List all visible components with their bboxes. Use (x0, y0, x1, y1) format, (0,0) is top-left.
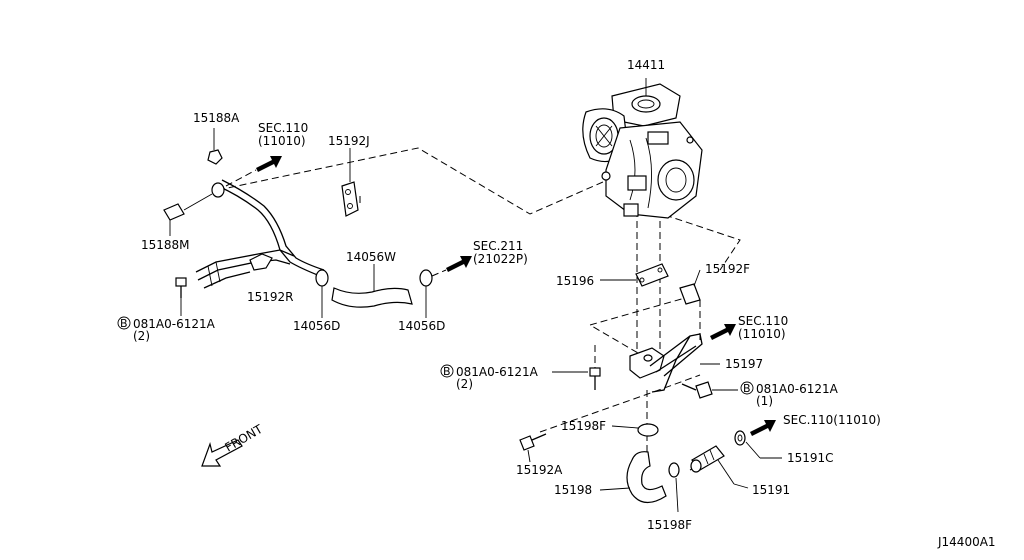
connector-15191[interactable] (690, 445, 749, 489)
callout-labels: 14411 15188A 15188M 15192J 15192R 14056W… (141, 58, 834, 532)
label-14056W: 14056W (346, 250, 396, 264)
clamp-14056D-left[interactable] (315, 269, 329, 318)
bolt-right-qty: (1) (756, 394, 773, 408)
bolt-badge-right-icon (740, 381, 754, 395)
front-label: FRONT (223, 422, 266, 455)
bolt-right-code: 081A0-6121A (756, 382, 839, 396)
turbocharger-14411[interactable] (582, 78, 703, 219)
bolt-labels: B 081A0-6121A (2) B 081A0-6121A (2) B 08… (120, 317, 839, 408)
section-labels: SEC.110 (11010) SEC.211 (21022P) SEC.110… (258, 121, 881, 427)
bolt-middle[interactable] (552, 367, 601, 390)
gasket-15196[interactable] (600, 263, 669, 287)
bolt-right[interactable] (681, 381, 738, 399)
label-14056D-left: 14056D (293, 319, 340, 333)
gasket-15192J[interactable] (341, 148, 359, 217)
bolt-middle-code: 081A0-6121A (456, 365, 539, 379)
eye-bolt-15188M[interactable] (163, 182, 225, 236)
bolt-15188A[interactable] (207, 128, 223, 165)
label-15191C: 15191C (787, 451, 834, 465)
bolt-badge-left-icon (117, 316, 131, 330)
hose-14056W[interactable] (331, 264, 413, 308)
label-15198F-bottom: 15198F (647, 518, 692, 532)
sec110-bottom-label: SEC.110(11010) (783, 413, 881, 427)
bolt-15192A[interactable] (519, 433, 547, 463)
washer-15191C[interactable] (734, 430, 782, 459)
oil-return-pipe-15197[interactable] (629, 333, 720, 393)
sec110-mid-code: (11010) (738, 327, 786, 341)
bolt-badge-middle-icon (440, 364, 454, 378)
label-15191: 15191 (752, 483, 790, 497)
bolt-middle-qty: (2) (456, 377, 473, 391)
label-15198: 15198 (554, 483, 592, 497)
clamp-15198F-top[interactable] (611, 423, 659, 437)
sec211-label: SEC.211 (473, 239, 523, 253)
label-14411: 14411 (627, 58, 665, 72)
dashed-assembly-lines (217, 147, 741, 471)
oil-feed-tube-15192R[interactable] (195, 179, 325, 289)
label-15192R: 15192R (247, 290, 294, 304)
hose-15198[interactable] (599, 451, 667, 504)
label-15197: 15197 (725, 357, 763, 371)
sec211-arrow (431, 256, 472, 277)
bolt-left-code: 081A0-6121A (133, 317, 216, 331)
sec110-top-code: (11010) (258, 134, 306, 148)
label-15196: 15196 (556, 274, 594, 288)
label-15192F: 15192F (705, 262, 750, 276)
sec110-mid-label: SEC.110 (738, 314, 788, 328)
clamp-14056D-right[interactable] (419, 269, 433, 318)
bolt-left[interactable] (175, 277, 187, 316)
label-15192A: 15192A (516, 463, 563, 477)
diagram-id: J14400A1 (937, 535, 996, 549)
sec110-mid-arrow (710, 324, 736, 340)
label-15192J: 15192J (328, 134, 370, 148)
front-arrow-icon (201, 439, 243, 467)
bolt-left-qty: (2) (133, 329, 150, 343)
sec110-bottom-arrow (750, 420, 776, 436)
gasket-15192F[interactable] (679, 269, 701, 305)
label-14056D-right: 14056D (398, 319, 445, 333)
clamp-15198F-bottom[interactable] (668, 462, 680, 513)
label-15188M: 15188M (141, 238, 190, 252)
bolt-right-badge: B (743, 382, 751, 395)
sec110-top-arrow (225, 156, 282, 187)
bolt-middle-badge: B (443, 365, 451, 378)
sec211-code: (21022P) (473, 252, 528, 266)
sec110-top-label: SEC.110 (258, 121, 308, 135)
label-15198F-top: 15198F (561, 419, 606, 433)
bolt-left-badge: B (120, 317, 128, 330)
label-15188A: 15188A (193, 111, 240, 125)
